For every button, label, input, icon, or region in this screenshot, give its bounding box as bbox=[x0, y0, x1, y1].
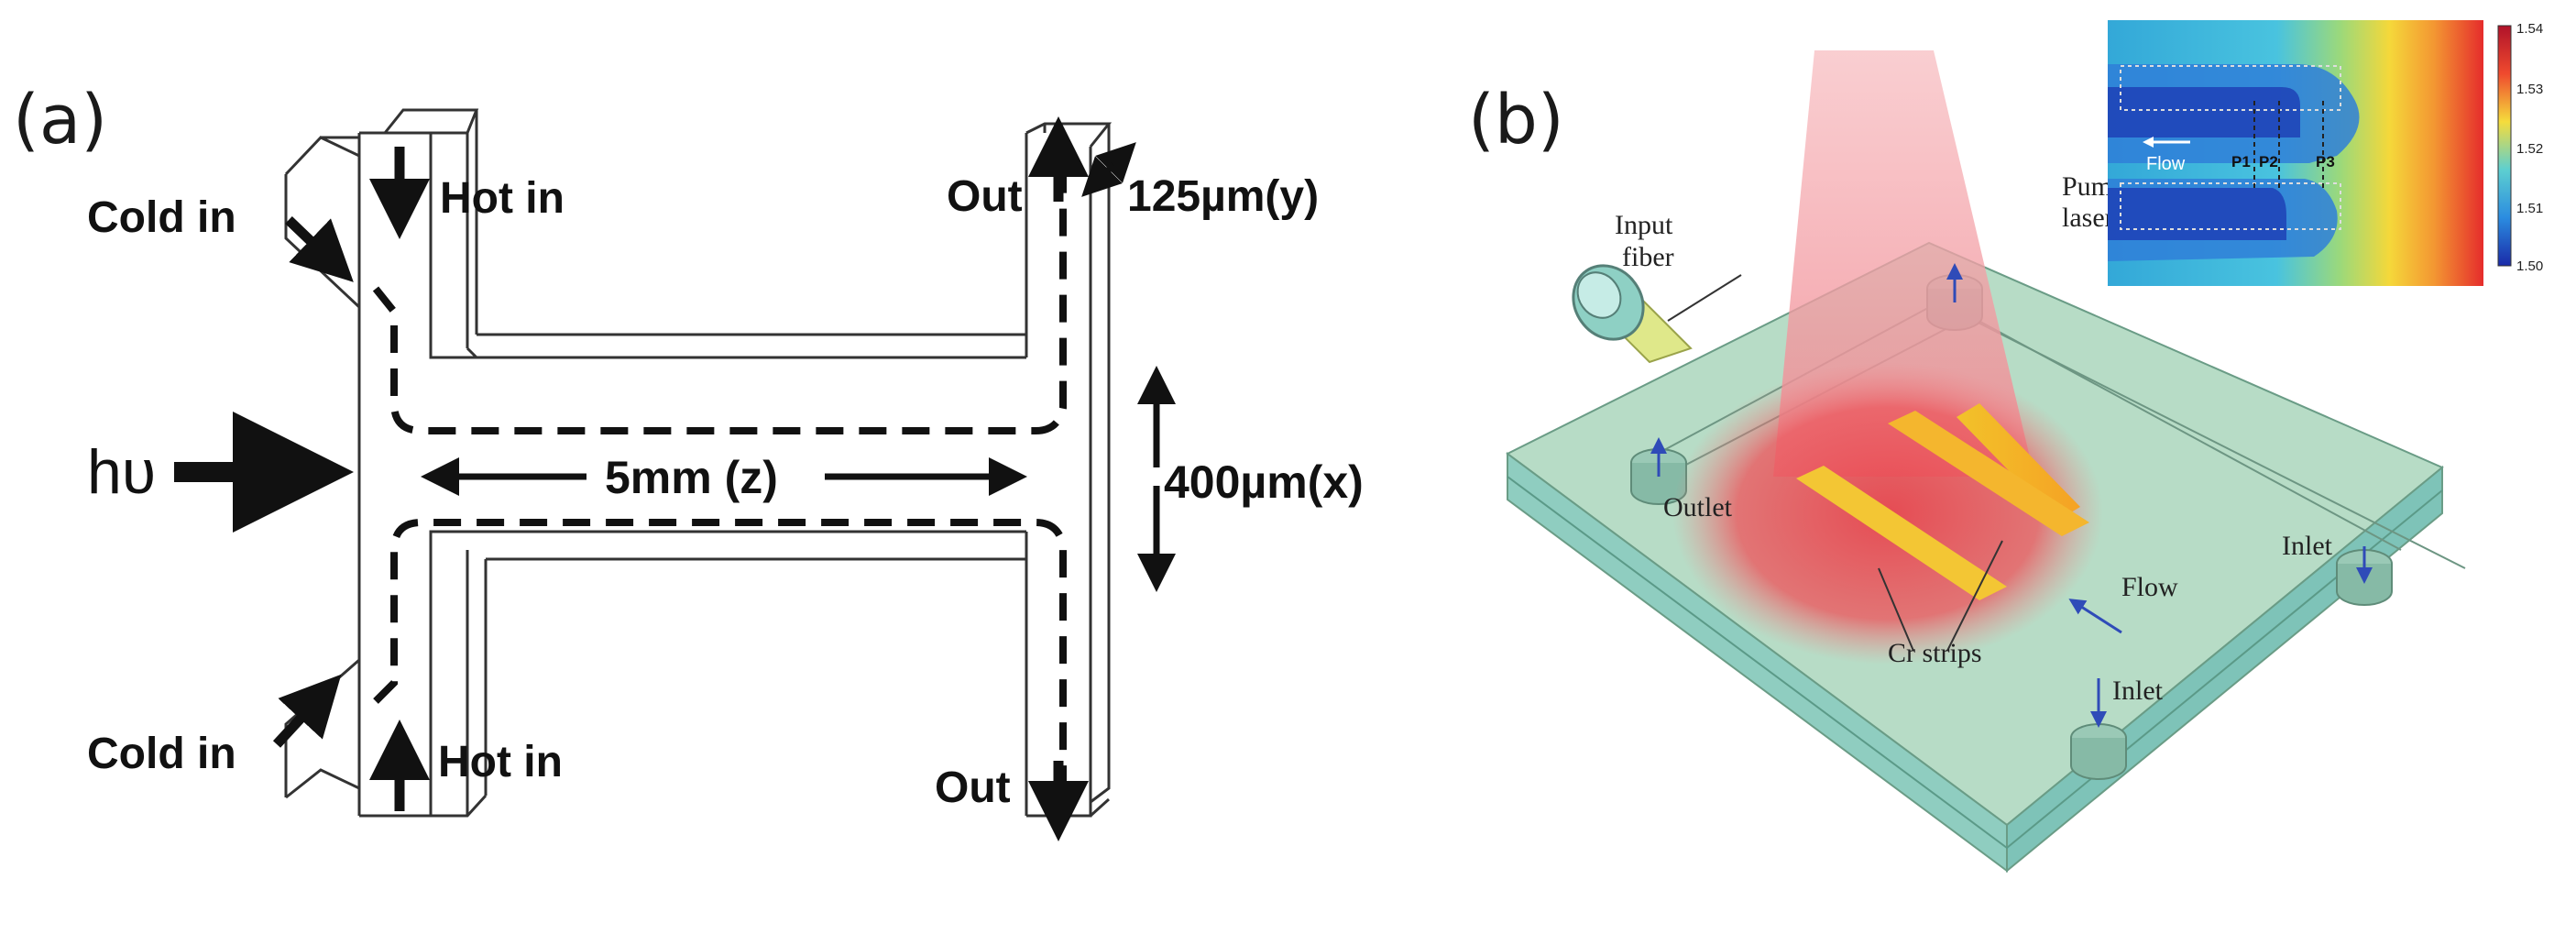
out-top-label: Out bbox=[947, 172, 1023, 221]
flow-label: Flow bbox=[2121, 572, 2178, 602]
out-bottom-label: Out bbox=[935, 764, 1011, 812]
cold-in-top-arrow bbox=[285, 216, 354, 282]
colorbar-tick-3: 1.52 bbox=[2516, 141, 2543, 157]
dim-y-label: 125µm(y) bbox=[1127, 172, 1319, 221]
light-symbol-label: hυ bbox=[87, 437, 156, 507]
cr-strip-top bbox=[1888, 411, 2089, 536]
cold-in-bottom-label: Cold in bbox=[87, 730, 236, 778]
panel-b-diagram: Input fiber Pump laser Outlet Inlet Inle… bbox=[1506, 20, 2543, 874]
colorbar-tick-5: 1.50 bbox=[2516, 258, 2543, 274]
cr-strip-bottom bbox=[1796, 466, 2007, 600]
colorbar-tick-2: 1.53 bbox=[2516, 82, 2543, 97]
cr-strips-label: Cr strips bbox=[1888, 638, 1982, 668]
dim-y-arrow-b bbox=[1081, 156, 1123, 197]
input-fiber-label-2: fiber bbox=[1622, 242, 1674, 272]
panel-b-label: (b) bbox=[1468, 81, 1564, 159]
hot-in-top-label: Hot in bbox=[440, 174, 565, 223]
microchannel-outline bbox=[284, 108, 1113, 818]
well-inlet-bottom bbox=[2070, 723, 2127, 780]
input-fiber bbox=[1572, 264, 1693, 364]
blue-flow-arrows bbox=[1650, 263, 2373, 728]
outlet-label: Outlet bbox=[1663, 492, 1733, 522]
input-fiber-label-1: Input bbox=[1615, 210, 1673, 240]
hot-in-bottom-label: Hot in bbox=[438, 738, 563, 786]
label-leaders bbox=[1667, 274, 2003, 652]
inlet-right-label: Inlet bbox=[2282, 531, 2333, 561]
dim-z-label: 5mm (z) bbox=[605, 452, 778, 503]
flow-path-dashed bbox=[372, 147, 1067, 816]
inlet-bottom-label: Inlet bbox=[2112, 676, 2164, 706]
panel-a-diagram: Cold in Hot in Cold in Hot in Out Out 12… bbox=[87, 108, 1364, 841]
cold-in-top-label: Cold in bbox=[87, 193, 236, 242]
colorbar-tick-4: 1.51 bbox=[2516, 201, 2543, 216]
probe-label-p3: P3 bbox=[2316, 153, 2335, 170]
probe-label-p1: P1 bbox=[2231, 153, 2251, 170]
flow-arrows bbox=[174, 116, 1089, 841]
dim-x-label: 400µm(x) bbox=[1164, 456, 1364, 508]
cr-strips bbox=[1796, 403, 2089, 600]
arrow-flow bbox=[2068, 599, 2122, 634]
colorbar bbox=[2497, 25, 2512, 267]
colorbar-tick-1: 1.54 bbox=[2516, 21, 2543, 37]
probe-label-p2: P2 bbox=[2259, 153, 2278, 170]
dimension-arrows bbox=[421, 142, 1176, 592]
cold-in-bottom-arrow bbox=[272, 674, 342, 748]
inset-heatmap: Flow P1 P2 P3 1.54 1.53 1.52 1.51 1.50 bbox=[2108, 20, 2543, 286]
cr-strip-1 bbox=[1957, 403, 2080, 521]
panel-a-label: (a) bbox=[13, 81, 108, 159]
inset-flow-label: Flow bbox=[2146, 154, 2186, 174]
pump-laser-label-2: laser bbox=[2062, 203, 2114, 233]
